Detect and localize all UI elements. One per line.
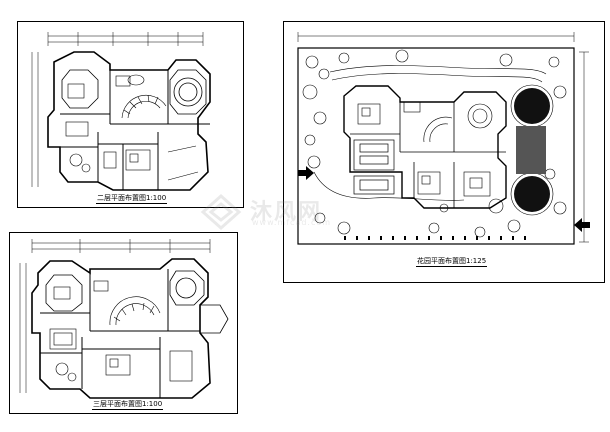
third-floor-plan-drawing — [19, 239, 229, 399]
garden-plan-drawing — [297, 32, 590, 245]
third-floor-plan-sheet: 三层平面布置图1:100 — [9, 232, 238, 414]
second-floor-plan-sheet: 二层平面布置图1:100 — [17, 21, 244, 208]
garden-caption: 花园平面布置图1:125 — [416, 257, 488, 267]
third-floor-caption: 三层平面布置图1:100 — [92, 400, 164, 410]
second-floor-plan-drawing — [31, 32, 211, 191]
second-floor-caption: 二层平面布置图1:100 — [96, 194, 168, 204]
garden-plan-sheet: 花园平面布置图1:125 — [283, 21, 605, 283]
